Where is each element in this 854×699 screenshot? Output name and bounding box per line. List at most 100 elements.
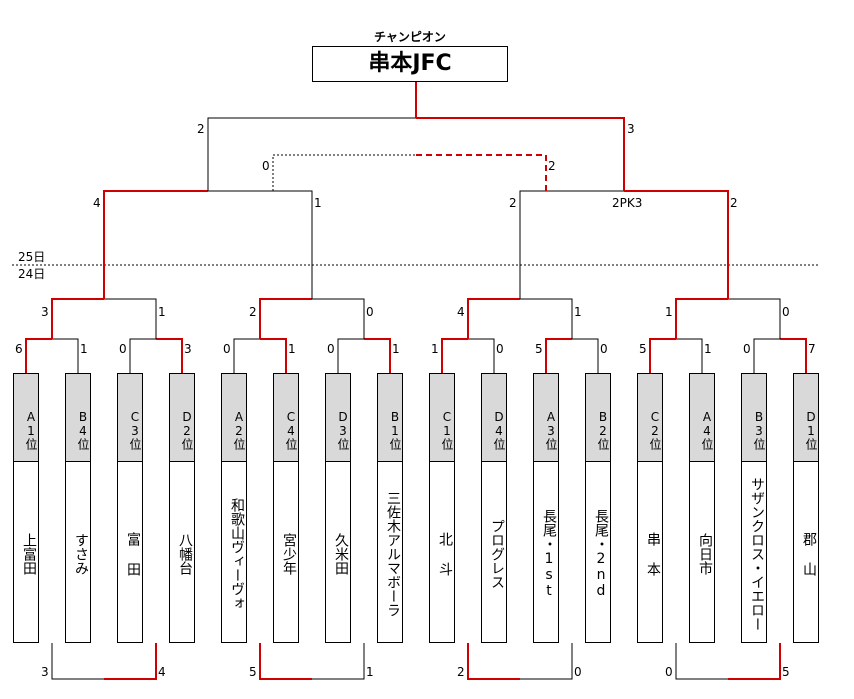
round1-score: 1: [392, 342, 400, 356]
team-name: 久米田: [333, 533, 349, 575]
bottom-score: 5: [249, 665, 257, 679]
team-name: 長尾・2nd: [593, 509, 609, 599]
round2-score: 4: [457, 305, 465, 319]
round1-score: 1: [431, 342, 439, 356]
round2-score: 3: [41, 305, 49, 319]
team-position: C3位: [118, 374, 142, 462]
day-label-24: 24日: [18, 267, 46, 281]
team-name: 富 田: [125, 532, 141, 576]
team-name: すさみ: [73, 533, 89, 575]
team-name: 向日市: [697, 533, 713, 575]
round2-score: 2: [249, 305, 257, 319]
round1-score: 0: [119, 342, 127, 356]
round1-score: 1: [704, 342, 712, 356]
team-name: 上富田: [21, 533, 37, 575]
team-box: A4位 向日市: [689, 373, 715, 643]
round1-score: 0: [496, 342, 504, 356]
round1-score: 5: [639, 342, 647, 356]
team-position: D3位: [326, 374, 350, 462]
team-position: A2位: [222, 374, 246, 462]
round2-score: 0: [366, 305, 374, 319]
round1-score: 0: [743, 342, 751, 356]
round1-score: 7: [808, 342, 816, 356]
team-box: B2位 長尾・2nd: [585, 373, 611, 643]
round3-score: 2: [509, 196, 517, 210]
round2-lines: [51, 298, 781, 339]
round1-score: 1: [288, 342, 296, 356]
round3-pk-score: 2PK3: [612, 196, 643, 210]
round1-lines: [25, 338, 807, 373]
team-position: A1位: [14, 374, 38, 462]
third-place-score: 2: [548, 159, 556, 173]
bottom-score: 0: [574, 665, 582, 679]
team-box: C2位 串 本: [637, 373, 663, 643]
team-name: サザンクロス・イエロー: [749, 477, 765, 631]
team-box: A2位 和歌山ヴィーヴォ: [221, 373, 247, 643]
team-position: C4位: [274, 374, 298, 462]
bottom-score: 2: [457, 665, 465, 679]
bottom-score: 0: [665, 665, 673, 679]
round2-score: 0: [782, 305, 790, 319]
champion-label: チャンピオン: [374, 30, 446, 44]
round1-score: 3: [184, 342, 192, 356]
team-name: プログレス: [489, 519, 505, 589]
round2-score: 1: [665, 305, 673, 319]
round1-score: 5: [535, 342, 543, 356]
round2-score: 1: [574, 305, 582, 319]
final-score: 2: [197, 122, 205, 136]
team-position: A3位: [534, 374, 558, 462]
team-box: C4位 宮少年: [273, 373, 299, 643]
team-name: 串 本: [645, 532, 661, 576]
round3-score: 4: [93, 196, 101, 210]
team-box: B1位 三佐木アルマボーラ: [377, 373, 403, 643]
team-name: 北 斗: [437, 532, 453, 576]
team-box: D1位 郡 山: [793, 373, 819, 643]
round1-score: 0: [223, 342, 231, 356]
team-name: 宮少年: [281, 533, 297, 575]
round1-score: 0: [600, 342, 608, 356]
round1-score: 1: [80, 342, 88, 356]
team-box: B3位 サザンクロス・イエロー: [741, 373, 767, 643]
team-box: A1位 上富田: [13, 373, 39, 643]
team-box: D3位 久米田: [325, 373, 351, 643]
team-position: D2位: [170, 374, 194, 462]
team-name: 長尾・1st: [541, 509, 557, 599]
day-label-25: 25日: [18, 250, 46, 264]
round1-score: 6: [15, 342, 23, 356]
team-name: 三佐木アルマボーラ: [385, 491, 401, 617]
third-place-lines: [272, 154, 547, 191]
round2-score: 1: [158, 305, 166, 319]
third-place-score: 0: [262, 159, 270, 173]
team-position: C2位: [638, 374, 662, 462]
round3-score: 2: [730, 196, 738, 210]
team-position: B3位: [742, 374, 766, 462]
round3-lines: [103, 190, 729, 299]
team-name: 郡 山: [801, 532, 817, 576]
team-box: D2位 八幡台: [169, 373, 195, 643]
round3-score: 1: [314, 196, 322, 210]
bottom-lines: [51, 643, 781, 680]
bottom-score: 1: [366, 665, 374, 679]
team-position: C1位: [430, 374, 454, 462]
team-box: D4位 プログレス: [481, 373, 507, 643]
bottom-score: 3: [41, 665, 49, 679]
team-position: B2位: [586, 374, 610, 462]
team-position: D4位: [482, 374, 506, 462]
team-position: D1位: [794, 374, 818, 462]
team-box: C1位 北 斗: [429, 373, 455, 643]
champion-box: 串本JFC: [312, 46, 508, 82]
bottom-score: 4: [158, 665, 166, 679]
team-box: B4位 すさみ: [65, 373, 91, 643]
bottom-score: 5: [782, 665, 790, 679]
final-lines: [207, 82, 625, 191]
team-box: C3位 富 田: [117, 373, 143, 643]
team-position: B4位: [66, 374, 90, 462]
team-name: 和歌山ヴィーヴォ: [229, 498, 245, 610]
round1-score: 0: [327, 342, 335, 356]
final-score: 3: [627, 122, 635, 136]
team-position: B1位: [378, 374, 402, 462]
team-box: A3位 長尾・1st: [533, 373, 559, 643]
team-name: 八幡台: [177, 533, 193, 575]
team-position: A4位: [690, 374, 714, 462]
